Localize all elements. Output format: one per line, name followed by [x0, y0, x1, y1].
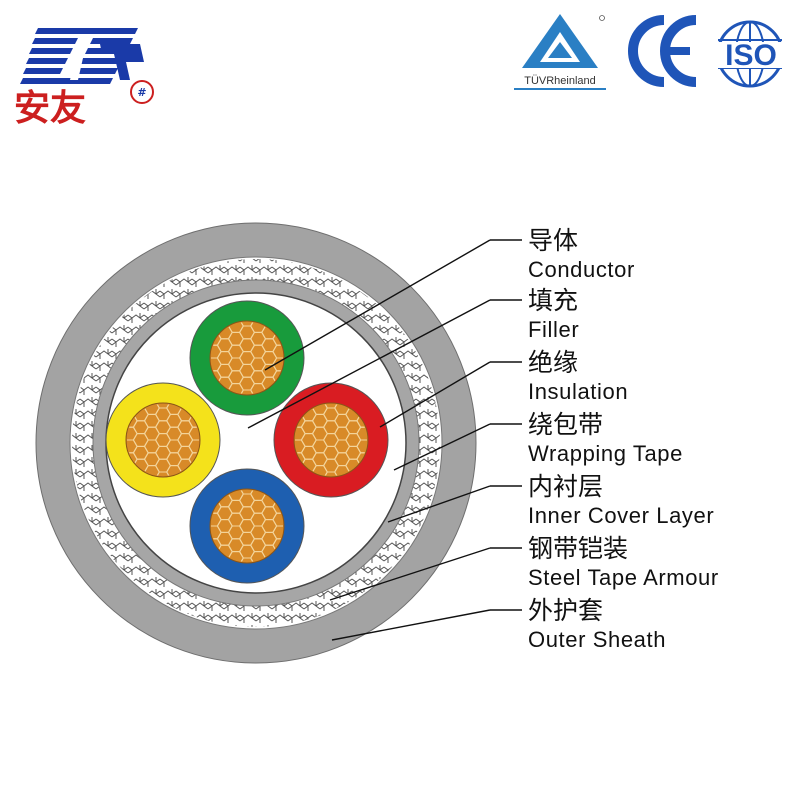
brand-name: 安友 — [14, 88, 86, 129]
layer-name-cn: 外护套 — [528, 596, 603, 625]
leader-line — [329, 547, 491, 601]
ce-mark-icon — [628, 15, 697, 87]
brand-logo: 安友 # — [14, 28, 154, 129]
layer-labels: 导体Conductor填充Filler绝缘Insulation绕包带Wrappi… — [247, 226, 719, 652]
leader-line — [331, 609, 491, 641]
tuv-triangle-icon — [522, 14, 605, 68]
tuv-logo: TÜVRheinland — [514, 14, 606, 90]
round-badge-icon: # — [130, 80, 154, 104]
core-blue — [189, 468, 305, 584]
layer-name-en: Insulation — [528, 379, 628, 404]
insulated-cores — [105, 300, 389, 584]
layer-name-en: Outer Sheath — [528, 627, 666, 652]
leader-line — [379, 361, 491, 428]
core-yellow — [105, 382, 221, 498]
iso-label: ISO — [725, 39, 777, 72]
conductor-strands — [209, 320, 285, 396]
layer-name-en: Inner Cover Layer — [528, 503, 714, 528]
leader-line — [247, 299, 491, 429]
leader-line — [387, 485, 491, 523]
conductor-strands — [293, 402, 369, 478]
layer-name-cn: 导体 — [528, 226, 578, 255]
core-green — [189, 300, 305, 416]
core-red — [273, 382, 389, 498]
layer-name-cn: 内衬层 — [528, 472, 603, 501]
layer-name-cn: 钢带铠装 — [528, 534, 628, 563]
filler-area — [108, 295, 404, 591]
conductor-strands — [209, 488, 285, 564]
layer-name-en: Steel Tape Armour — [528, 565, 719, 590]
layer-name-en: Wrapping Tape — [528, 441, 683, 466]
layer-name-cn: 填充 — [528, 286, 578, 315]
layer-name-en: Filler — [528, 317, 579, 342]
layer-name-cn: 绕包带 — [528, 410, 603, 439]
tuv-label: TÜVRheinland — [524, 75, 596, 87]
leader-line — [264, 239, 491, 371]
ce-label: CE — [0, 0, 2, 1]
iso-logo: ISO — [710, 20, 792, 88]
layer-name-cn: 绝缘 — [528, 348, 578, 377]
leader-line — [393, 423, 491, 471]
conductor-strands — [125, 402, 201, 478]
layer-name-en: Conductor — [528, 257, 635, 282]
svg-text:#: # — [137, 86, 146, 99]
stripe-logo-icon — [20, 28, 144, 84]
cable-cross-section — [35, 222, 477, 664]
